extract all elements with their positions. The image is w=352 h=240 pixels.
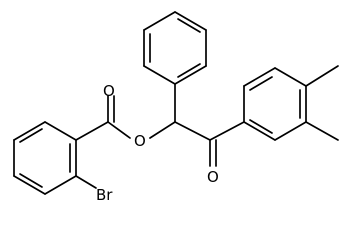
ketone-group — [209, 121, 245, 167]
molecule-drawing: O O O Br — [13, 11, 339, 204]
ester-oxygen-label: O — [134, 132, 146, 150]
structure-diagram: O O O Br — [13, 11, 339, 204]
ketone-oxygen-label: O — [207, 168, 219, 186]
phenyl-ring-top — [143, 11, 207, 85]
ester-group — [75, 95, 131, 141]
bromine-label: Br — [96, 186, 113, 204]
central-backbone — [149, 83, 211, 141]
bromophenyl-ring — [13, 121, 97, 195]
ester-carbonyl-oxygen-label: O — [103, 82, 115, 100]
dimethylphenyl-ring — [243, 65, 339, 141]
